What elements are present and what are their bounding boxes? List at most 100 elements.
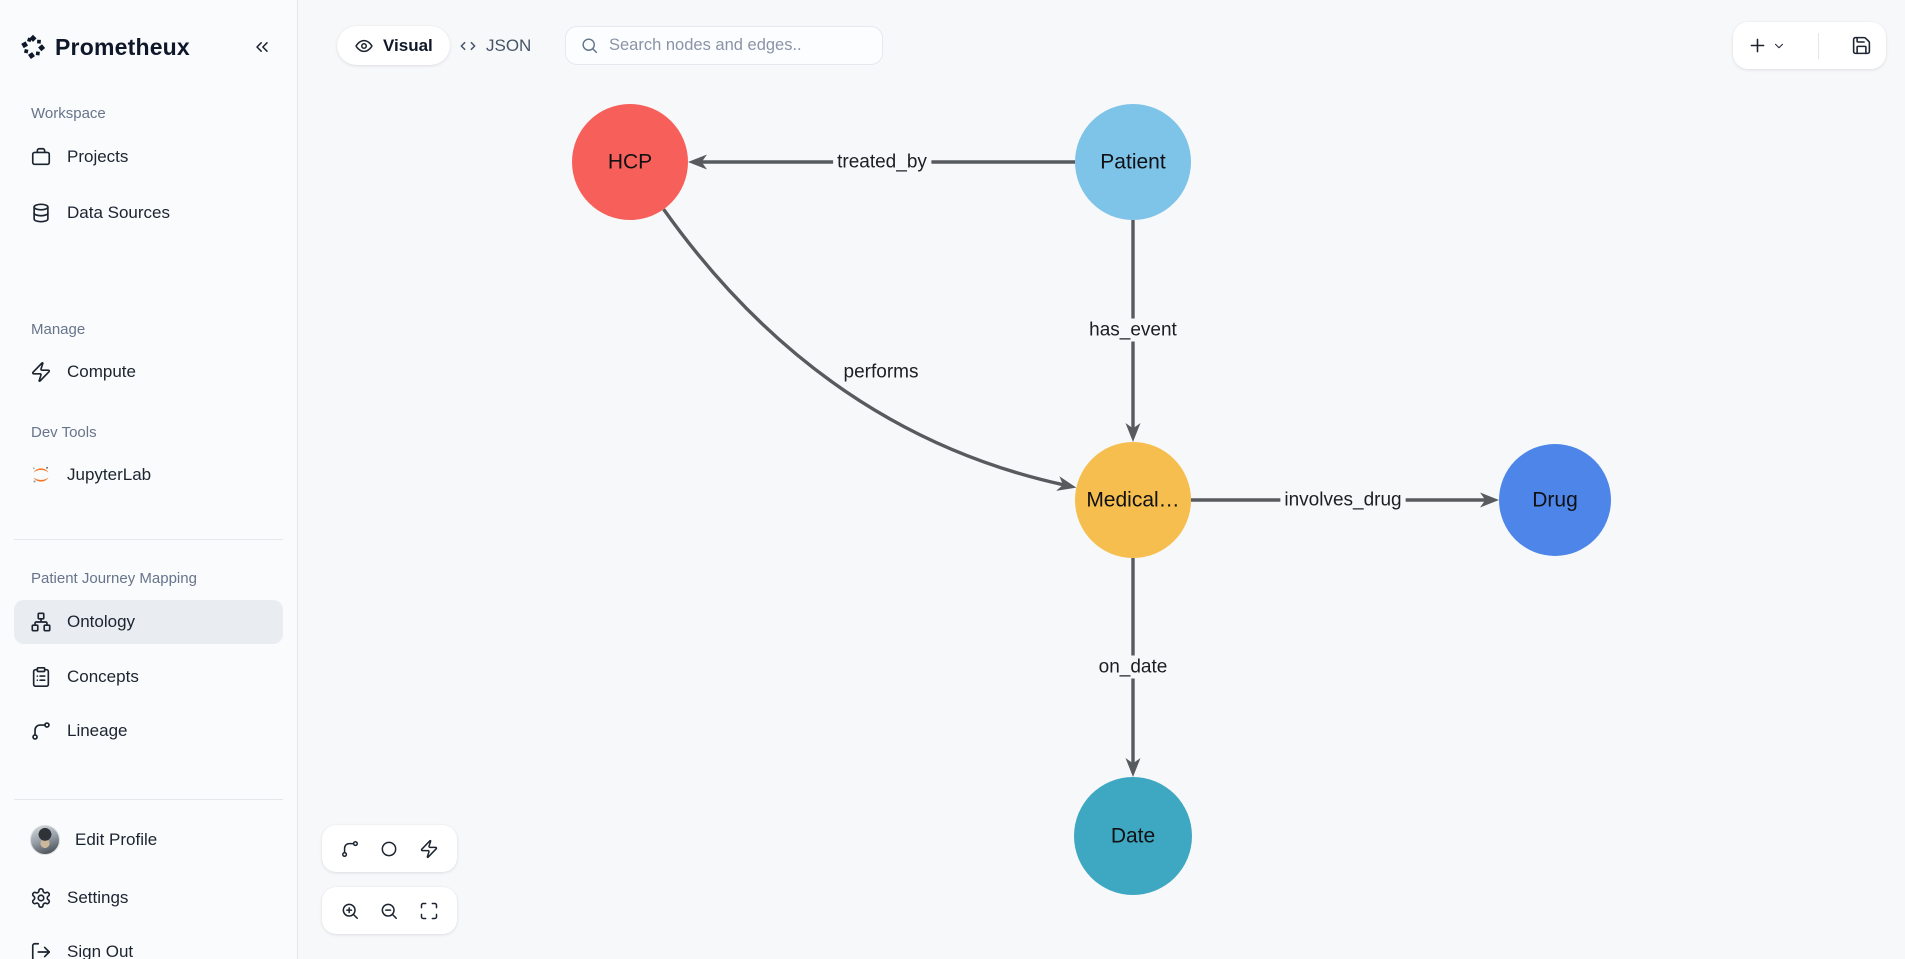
sidebar-divider [14, 799, 283, 800]
route-icon [30, 720, 52, 742]
fit-view-icon [420, 902, 438, 919]
edge-arrowhead [1056, 476, 1077, 491]
edge-arrowhead [1125, 423, 1141, 442]
sidebar-item-lineage[interactable]: Lineage [14, 709, 283, 753]
database-icon [30, 202, 52, 224]
code-icon [460, 41, 476, 50]
avatar [30, 825, 60, 855]
tab-json[interactable]: JSON [448, 26, 541, 65]
zoom-in-button[interactable] [333, 894, 367, 928]
graph-mode-toolbar [322, 825, 457, 872]
save-button[interactable] [1851, 35, 1872, 56]
edge-arrowhead [688, 154, 707, 170]
graph-node-date[interactable] [1074, 777, 1192, 895]
edge-label-halo [1280, 488, 1406, 512]
sidebar-item-edit-profile[interactable]: Edit Profile [14, 818, 283, 862]
graph-node-label-drug: Drug [1532, 489, 1578, 512]
add-node-icon [1750, 38, 1765, 53]
zoom-out-button[interactable] [372, 894, 406, 928]
prometheux-logo-icon [21, 34, 46, 60]
sidebar-item-label: Lineage [67, 721, 128, 740]
graph-node-label-patient: Patient [1100, 151, 1166, 174]
section-label-dev-tools: Dev Tools [31, 424, 97, 441]
app-title: Prometheux [55, 33, 190, 60]
zoom-toolbar [322, 887, 457, 934]
sidebar-collapse-button[interactable] [247, 32, 277, 62]
physics-button[interactable] [412, 832, 446, 866]
logout-icon [30, 941, 52, 959]
search-box [565, 26, 883, 65]
graph-node-hcp[interactable] [572, 104, 688, 220]
section-label-patient-journey-mapping: Patient Journey Mapping [31, 570, 197, 587]
edge-arrowhead [1125, 758, 1141, 777]
layout-mode-button[interactable] [333, 832, 367, 866]
chevrons-left-icon [256, 42, 268, 52]
sidebar-item-jupyterlab[interactable]: JupyterLab [14, 453, 283, 497]
edge-label-halo [833, 150, 932, 174]
add-node-button[interactable] [1747, 35, 1786, 56]
graph-node-patient[interactable] [1075, 104, 1191, 220]
section-label-workspace: Workspace [31, 105, 106, 122]
sidebar: Prometheux Workspace Projects Data Sourc… [0, 0, 298, 959]
sidebar-item-label: Projects [67, 147, 129, 166]
circle-layout-button[interactable] [372, 832, 406, 866]
canvas-topbar: Visual JSON [298, 0, 1905, 80]
sidebar-item-label: Sign Out [67, 942, 134, 959]
sidebar-item-label: Ontology [67, 612, 136, 631]
route-icon [341, 840, 358, 857]
edge-label-halo [1094, 655, 1172, 679]
zoom-in-icon [342, 903, 358, 919]
edge-arrowhead [1480, 492, 1499, 508]
sidebar-item-sign-out[interactable]: Sign Out [14, 930, 283, 959]
clipboard-icon [30, 666, 52, 688]
circle-icon [382, 841, 397, 856]
ontology-graph: treated_by has_event performs involves_drug… [572, 104, 1611, 895]
edge-label-halo [1085, 318, 1182, 342]
actions-divider [1818, 32, 1819, 59]
sidebar-item-label: JupyterLab [67, 465, 152, 484]
sidebar-item-projects[interactable]: Projects [14, 135, 283, 179]
sitemap-icon [30, 611, 52, 633]
briefcase-icon [30, 146, 52, 168]
edge-label-has_event: has_event [1089, 320, 1177, 341]
ontology-canvas: treated_by has_event performs involves_drug… [298, 0, 1905, 959]
gear-icon [30, 887, 52, 909]
tab-visual[interactable]: Visual [337, 26, 450, 65]
sidebar-item-label: Concepts [67, 667, 139, 686]
graph-edge-performs[interactable] [662, 208, 1065, 487]
search-input[interactable] [609, 36, 868, 55]
sidebar-item-settings[interactable]: Settings [14, 876, 283, 920]
sidebar-item-label: Data Sources [67, 203, 170, 222]
sidebar-item-label: Edit Profile [75, 830, 158, 849]
graph-node-drug[interactable] [1499, 444, 1611, 556]
graph-node-label-medical: Medical… [1086, 489, 1179, 512]
edge-label-on_date: on_date [1099, 657, 1168, 678]
sidebar-item-data-sources[interactable]: Data Sources [14, 191, 283, 235]
tab-json-label: JSON [486, 35, 532, 55]
sidebar-item-compute[interactable]: Compute [14, 350, 283, 394]
fit-view-button[interactable] [412, 894, 446, 928]
jupyter-icon [30, 464, 52, 486]
logo-row: Prometheux [0, 30, 297, 64]
zap-icon [30, 361, 52, 383]
edge-label-halo [839, 360, 923, 384]
tab-visual-label: Visual [383, 35, 433, 55]
edge-label-performs: performs [844, 362, 919, 383]
save-icon [1852, 36, 1871, 55]
sidebar-divider [14, 539, 283, 540]
graph-node-medical[interactable] [1075, 442, 1191, 558]
sidebar-item-concepts[interactable]: Concepts [14, 655, 283, 699]
graph-node-label-hcp: HCP [608, 151, 652, 174]
section-label-manage: Manage [31, 321, 86, 338]
zap-icon [420, 839, 438, 858]
edge-label-involves_drug: involves_drug [1284, 490, 1401, 511]
sidebar-item-label: Compute [67, 362, 136, 381]
sidebar-item-ontology[interactable]: Ontology [14, 600, 283, 644]
zoom-out-icon [382, 903, 398, 919]
edge-label-treated_by: treated_by [837, 152, 927, 173]
graph-node-label-date: Date [1111, 825, 1155, 848]
sidebar-item-label: Settings [67, 888, 129, 907]
search-icon [582, 38, 598, 54]
eye-icon [355, 39, 373, 52]
canvas-actions [1733, 22, 1886, 69]
